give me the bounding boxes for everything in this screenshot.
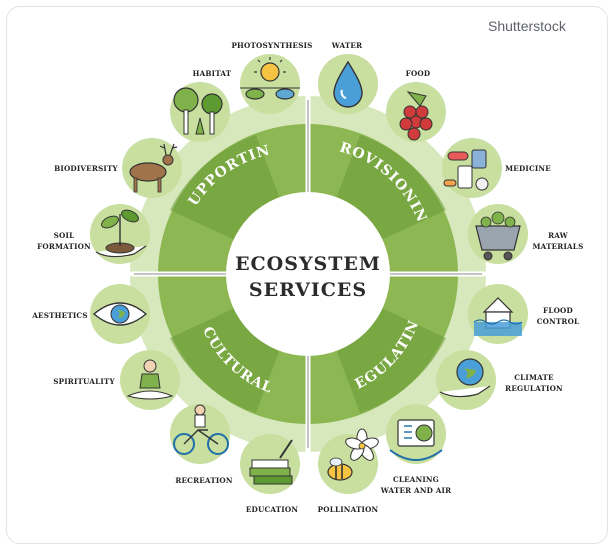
label-cleaning-line2: WATER AND AIR bbox=[380, 486, 452, 495]
center-title-line2: SERVICES bbox=[249, 279, 367, 301]
mine-cart-icon bbox=[468, 204, 528, 264]
grapes-icon bbox=[386, 82, 446, 142]
label-water: WATER bbox=[331, 41, 363, 50]
label-spirituality: SPIRITUALITY bbox=[53, 377, 115, 386]
label-aesthetics: AESTHETICS bbox=[31, 311, 88, 320]
bee-flower-icon bbox=[318, 428, 379, 494]
deer-icon bbox=[122, 138, 182, 198]
label-photosynthesis: PHOTOSYNTHESIS bbox=[231, 41, 312, 50]
eye-globe-icon bbox=[90, 284, 150, 344]
bicycle-icon bbox=[170, 404, 230, 464]
label-cleaning-line1: CLEANING bbox=[393, 475, 439, 484]
label-food: FOOD bbox=[406, 69, 431, 78]
label-climate-line1: CLIMATE bbox=[514, 373, 554, 382]
meditation-icon bbox=[120, 350, 180, 410]
label-biodiversity: BIODIVERSITY bbox=[54, 164, 118, 173]
pills-icon bbox=[442, 138, 502, 198]
water-drop-icon bbox=[318, 54, 378, 114]
label-pollination: POLLINATION bbox=[318, 505, 379, 514]
globe-hand-icon bbox=[436, 350, 496, 410]
watermark: Shutterstock bbox=[488, 18, 566, 34]
center-circle bbox=[226, 192, 390, 356]
label-raw-line1: RAW bbox=[548, 231, 569, 240]
filter-icon bbox=[386, 404, 446, 464]
label-education: EDUCATION bbox=[246, 505, 298, 514]
label-soil-line2: FORMATION bbox=[37, 242, 91, 251]
label-soil-line1: SOIL bbox=[54, 231, 75, 240]
label-recreation: RECREATION bbox=[175, 476, 233, 485]
label-flood-line2: CONTROL bbox=[537, 317, 580, 326]
label-medicine: MEDICINE bbox=[505, 164, 551, 173]
label-flood-line1: FLOOD bbox=[543, 306, 573, 315]
label-climate-line2: REGULATION bbox=[505, 384, 563, 393]
sun-leaf-icon bbox=[240, 54, 300, 114]
books-icon bbox=[240, 434, 300, 494]
label-habitat: HABITAT bbox=[193, 69, 232, 78]
trees-icon bbox=[170, 82, 230, 142]
flooded-house-icon bbox=[468, 284, 528, 344]
sprout-hand-icon bbox=[90, 204, 150, 264]
center-title-line1: ECOSYSTEM bbox=[235, 253, 381, 275]
label-raw-line2: MATERIALS bbox=[533, 242, 584, 251]
